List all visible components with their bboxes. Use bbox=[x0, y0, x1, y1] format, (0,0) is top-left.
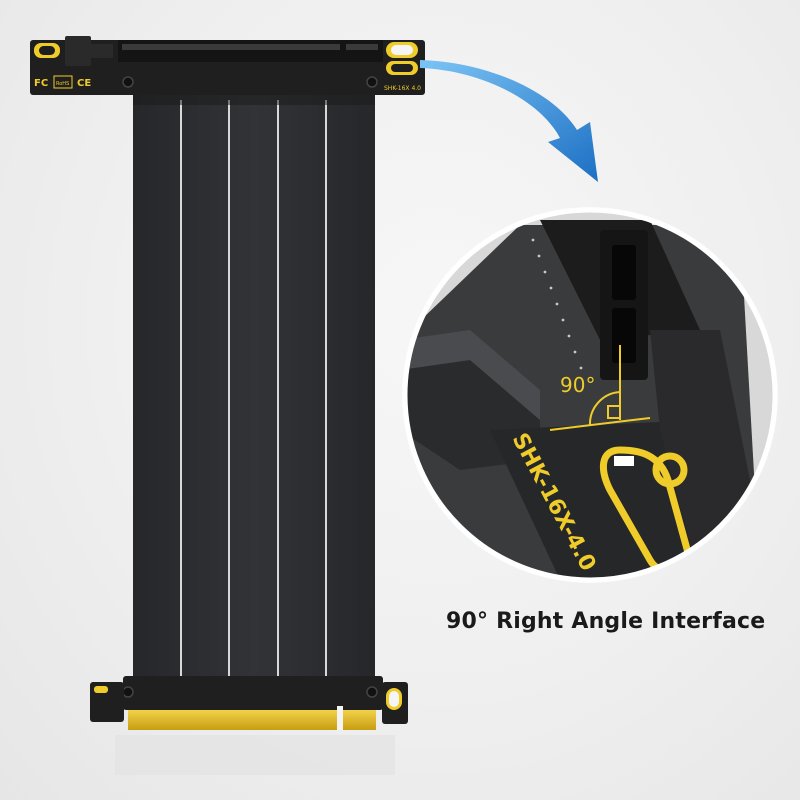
pin-dots bbox=[531, 238, 583, 370]
screw-bottom-left bbox=[122, 686, 134, 698]
direction-arrow bbox=[420, 60, 598, 182]
finger-key-notch bbox=[337, 706, 343, 730]
caption-text: 90° Right Angle Interface bbox=[446, 609, 766, 634]
model-small-label: SHK-16X 4.0 bbox=[384, 85, 421, 92]
zoom-callout: 90° SHK-16X-4.0 bbox=[402, 207, 778, 583]
ce-mark: CE bbox=[77, 78, 91, 89]
fc-mark: FC bbox=[34, 78, 48, 89]
angle-label: 90° bbox=[560, 373, 595, 397]
rohs-box bbox=[53, 75, 73, 89]
floor-reflection bbox=[115, 735, 395, 775]
ribbon-cable bbox=[133, 95, 375, 680]
screw-top-left bbox=[122, 76, 134, 88]
bottom-pcb-board bbox=[123, 676, 383, 710]
mounting-hole-left bbox=[34, 43, 60, 58]
arrow-icon bbox=[420, 60, 598, 182]
screw-top-right bbox=[366, 76, 378, 88]
slot-latch bbox=[65, 36, 91, 66]
gold-fingers bbox=[128, 710, 376, 730]
mounting-hole-right bbox=[386, 42, 418, 75]
riser-cable: FC RoHS CE SHK-16X 4.0 bbox=[30, 36, 425, 775]
cable-separators bbox=[180, 100, 327, 678]
callout-border bbox=[402, 207, 778, 583]
pcie-x16-slot bbox=[118, 40, 383, 62]
rohs-mark: RoHS bbox=[56, 81, 69, 87]
screw-bottom-right bbox=[366, 686, 378, 698]
angle-guide bbox=[549, 345, 651, 431]
